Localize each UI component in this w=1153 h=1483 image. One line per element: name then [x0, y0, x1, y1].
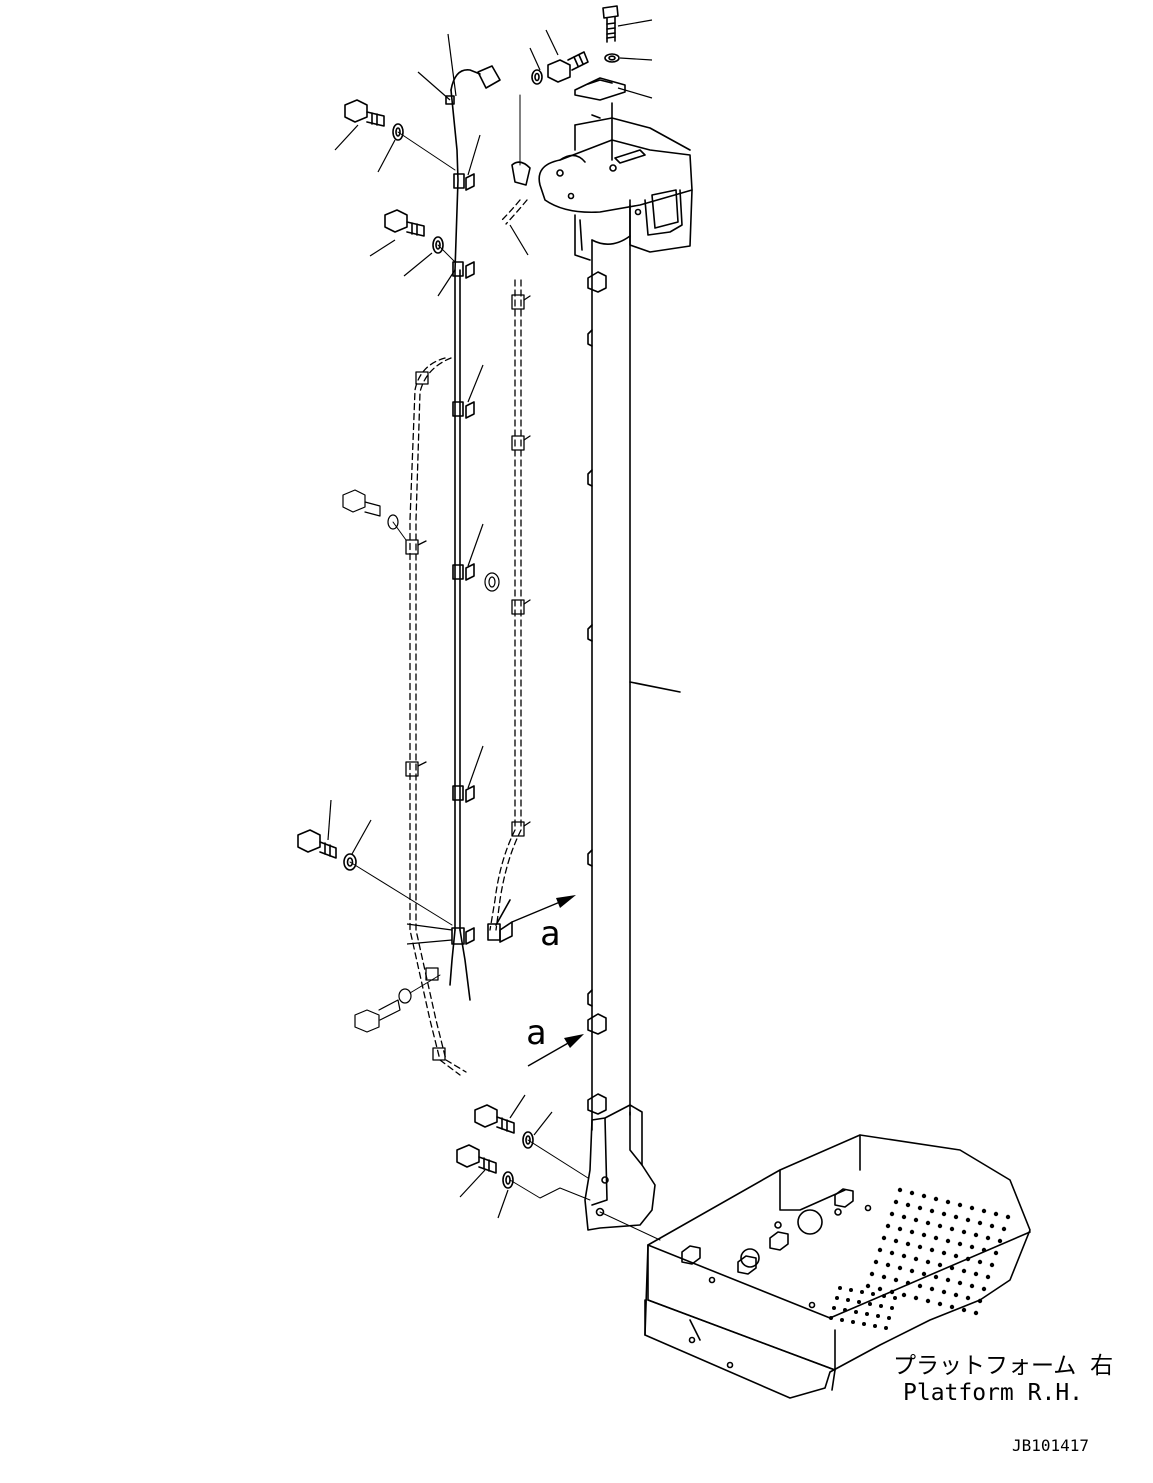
view-arrow-upper — [511, 895, 576, 923]
bolt-bottom-2 — [456, 1144, 591, 1201]
drawing-number: JB101417 — [1012, 1436, 1089, 1455]
harness-clamp — [487, 899, 513, 943]
leader-lines — [327, 19, 653, 1219]
bottom-mount-bracket — [584, 1104, 661, 1241]
view-label-upper: a — [540, 914, 560, 954]
bolt-top-center — [511, 51, 589, 186]
view-label-lower: a — [526, 1013, 546, 1053]
platform-label-jp: プラットフォーム 右 — [893, 1353, 1113, 1379]
handrail-post — [587, 204, 681, 1131]
bolt-upper-left-1 — [344, 99, 456, 171]
bolt-upper-left-2 — [384, 209, 456, 263]
bolt-mid-dashed — [342, 489, 500, 592]
wire-harness-main — [445, 65, 501, 1001]
bolt-lower-left — [297, 829, 453, 926]
platform-perforation-dots — [829, 1187, 1011, 1330]
dashed-harness-clips — [405, 294, 531, 1061]
top-mount-bracket — [538, 5, 693, 261]
wire-harness-dashed — [409, 199, 528, 1076]
bolt-bottom-1 — [474, 1104, 589, 1179]
view-arrow-lower — [527, 1034, 584, 1067]
platform-label-en: Platform R.H. — [903, 1380, 1083, 1406]
bolt-lower-dashed — [354, 974, 441, 1033]
